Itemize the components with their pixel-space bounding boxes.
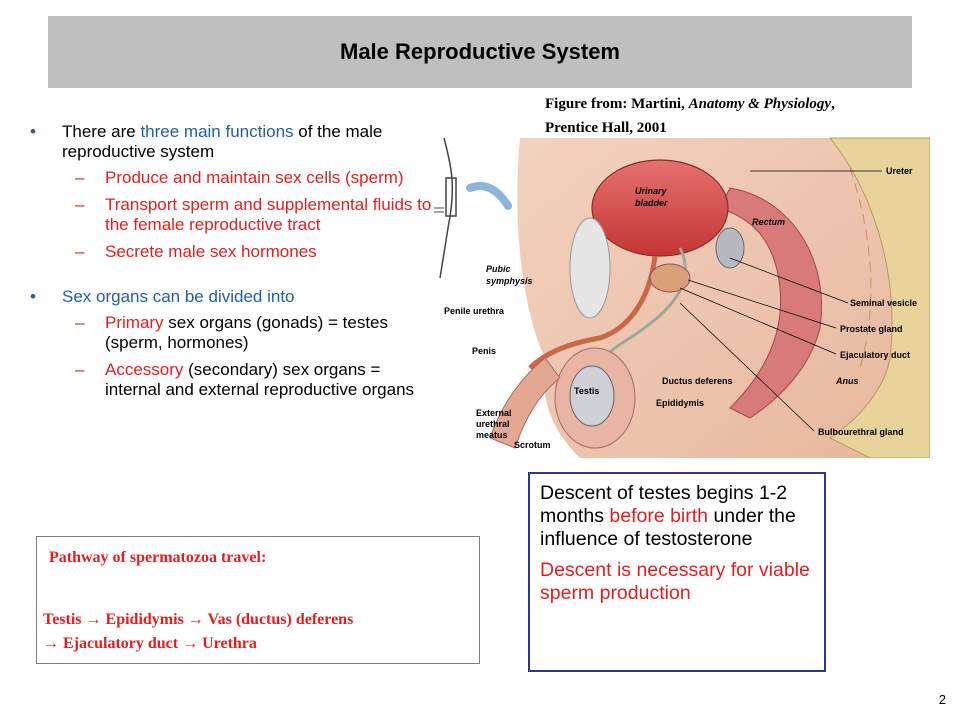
label-scrotum: Scrotum <box>514 440 551 450</box>
label-ureter: Ureter <box>886 166 913 176</box>
sub-bullet: –Produce and maintain sex cells (sperm) <box>75 168 404 187</box>
label-pubic-symphysis: Pubic <box>486 264 511 274</box>
svg-text:symphysis: symphysis <box>486 276 533 286</box>
label-rectum: Rectum <box>752 217 785 227</box>
label-anus: Anus <box>835 376 859 386</box>
figure-caption: Figure from: Martini, Anatomy & Physiolo… <box>545 96 835 136</box>
sub-bullet: –Accessory (secondary) sex organs = inte… <box>75 360 415 399</box>
label-testis: Testis <box>574 386 599 396</box>
label-urinary-bladder: Urinary <box>635 186 668 196</box>
descent-text-1: Descent of testes begins 1-2 months befo… <box>540 482 796 550</box>
label-bulbourethral-gland: Bulbourethral gland <box>818 427 904 437</box>
bullet-dot-icon: • <box>30 287 36 306</box>
anatomy-figure: Ureter Urinary bladder Rectum Pubic symp… <box>434 137 930 458</box>
page-number: 2 <box>938 692 946 707</box>
label-ductus-deferens: Ductus deferens <box>662 376 733 386</box>
label-epididymis: Epididymis <box>656 398 704 408</box>
bullet-list: • There are three main functions of the … <box>30 122 435 407</box>
descent-box: Descent of testes begins 1-2 months befo… <box>528 472 826 672</box>
descent-text-2: Descent is necessary for viable sperm pr… <box>540 559 810 604</box>
sub-bullet: –Secrete male sex hormones <box>75 242 317 261</box>
label-prostate-gland: Prostate gland <box>840 324 903 334</box>
bullet-functions: • There are three main functions of the … <box>30 122 383 161</box>
bullet-dot-icon: • <box>30 122 36 141</box>
svg-text:urethral: urethral <box>476 419 510 429</box>
pathway-title: Pathway of spermatozoa travel: <box>49 549 267 566</box>
sub-bullet: –Transport sperm and supplemental fluids… <box>75 195 432 234</box>
label-seminal-vesicle: Seminal vesicle <box>850 298 917 308</box>
title-bar: Male Reproductive System <box>48 16 912 88</box>
pathway-line-2: → Ejaculatory duct → Urethra <box>43 635 257 652</box>
sub-bullet: –Primary sex organs (gonads) = testes (s… <box>75 313 388 352</box>
label-external-urethral-meatus: External <box>476 408 512 418</box>
label-penile-urethra: Penile urethra <box>444 306 505 316</box>
label-ejaculatory-duct: Ejaculatory duct <box>840 350 910 360</box>
svg-text:meatus: meatus <box>476 430 508 440</box>
pathway-box: Pathway of spermatozoa travel: Testis → … <box>36 536 480 664</box>
label-penis: Penis <box>472 346 496 356</box>
svg-text:bladder: bladder <box>635 198 668 208</box>
arrow-icon <box>466 182 512 210</box>
body-outline-icon <box>434 137 457 279</box>
bullet-sex-organs: • Sex organs can be divided into <box>30 287 295 306</box>
pathway-line-1: Testis → Epididymis → Vas (ductus) defer… <box>43 611 354 628</box>
page-title: Male Reproductive System <box>340 39 620 64</box>
